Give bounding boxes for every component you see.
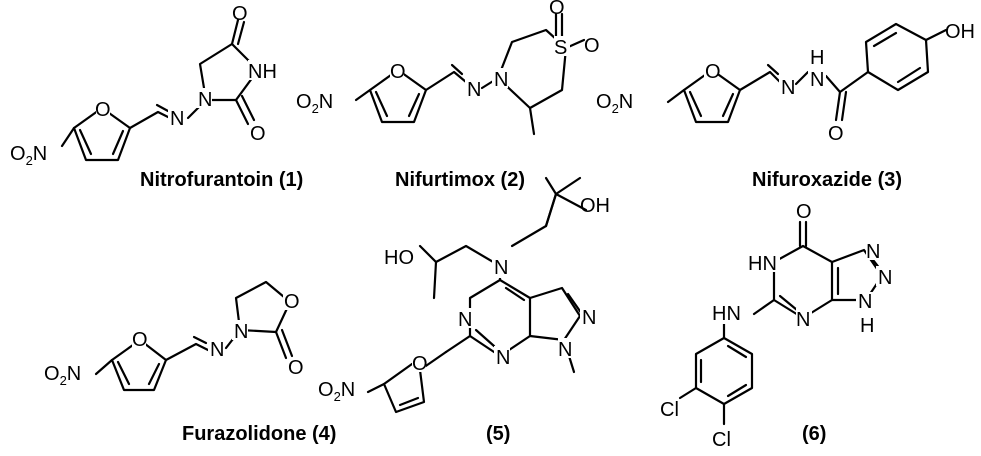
caption-compound-6: (6): [802, 423, 826, 445]
atom-n: N: [796, 309, 810, 331]
atom-o: O: [549, 0, 565, 19]
atom-cl: Cl: [660, 399, 679, 421]
atom-hn: HN: [748, 253, 777, 275]
atom-ho: HO: [384, 247, 414, 269]
atom-o: O: [390, 61, 406, 83]
atom-n: N: [234, 321, 248, 343]
atom-n: N: [467, 79, 481, 101]
atom-n: N: [810, 69, 824, 91]
structure-nifurtimox: O N N S O O O2N Nifurtimox (2): [296, 0, 600, 191]
nitro-group: O2N: [296, 91, 333, 116]
structure-furazolidone: O N N O O O2N Furazolidone (4): [44, 280, 336, 445]
atom-n: N: [198, 89, 212, 111]
structure-nitrofurantoin: O N N O NH O O2N Nitrofurantoin (1): [10, 3, 303, 191]
structure-compound-5: N HO OH N N N N O O2N (5): [318, 176, 610, 445]
caption-furazolidone: Furazolidone (4): [182, 423, 336, 445]
atom-n: N: [858, 291, 872, 313]
nitro-group: O2N: [10, 143, 47, 168]
nitro-group: O2N: [318, 379, 355, 404]
atom-n: N: [781, 77, 795, 99]
atom-o: O: [232, 3, 248, 25]
atom-o: O: [95, 99, 111, 121]
atom-o: O: [132, 329, 148, 351]
caption-nifuroxazide: Nifuroxazide (3): [752, 169, 902, 191]
atom-n: N: [496, 347, 510, 369]
atom-o: O: [796, 201, 812, 223]
atom-n: N: [878, 267, 892, 289]
atom-n: N: [458, 309, 472, 331]
nitro-group: O2N: [596, 91, 633, 116]
atom-oh: OH: [945, 21, 975, 43]
atom-n: N: [494, 69, 508, 91]
atom-n: N: [582, 307, 596, 329]
atom-o: O: [705, 61, 721, 83]
caption-nifurtimox: Nifurtimox (2): [395, 169, 525, 191]
atom-o: O: [584, 35, 600, 57]
atom-n: N: [494, 257, 508, 279]
nitro-group: O2N: [44, 363, 81, 388]
atom-hn: HN: [712, 303, 741, 325]
atom-h: H: [810, 47, 824, 69]
atom-n: N: [558, 339, 572, 361]
atom-cl: Cl: [712, 429, 731, 451]
structure-nifuroxazide: O N H N O OH O2N Nifuroxazide (3): [596, 21, 975, 191]
caption-compound-5: (5): [486, 423, 510, 445]
caption-nitrofurantoin: Nitrofurantoin (1): [140, 169, 303, 191]
atom-nh: NH: [248, 61, 277, 83]
atom-s: S: [554, 37, 567, 59]
atom-oh: OH: [580, 195, 610, 217]
structure-compound-6: O HN N N N N H HN Cl Cl (6): [660, 201, 892, 451]
atom-o: O: [828, 123, 844, 145]
atom-o: O: [288, 357, 304, 379]
atom-n: N: [210, 339, 224, 361]
atom-o: O: [412, 353, 428, 375]
atom-n: N: [170, 108, 184, 130]
atom-n: N: [866, 241, 880, 263]
atom-h: H: [860, 315, 874, 337]
atom-o: O: [250, 123, 266, 145]
atom-o: O: [284, 291, 300, 313]
